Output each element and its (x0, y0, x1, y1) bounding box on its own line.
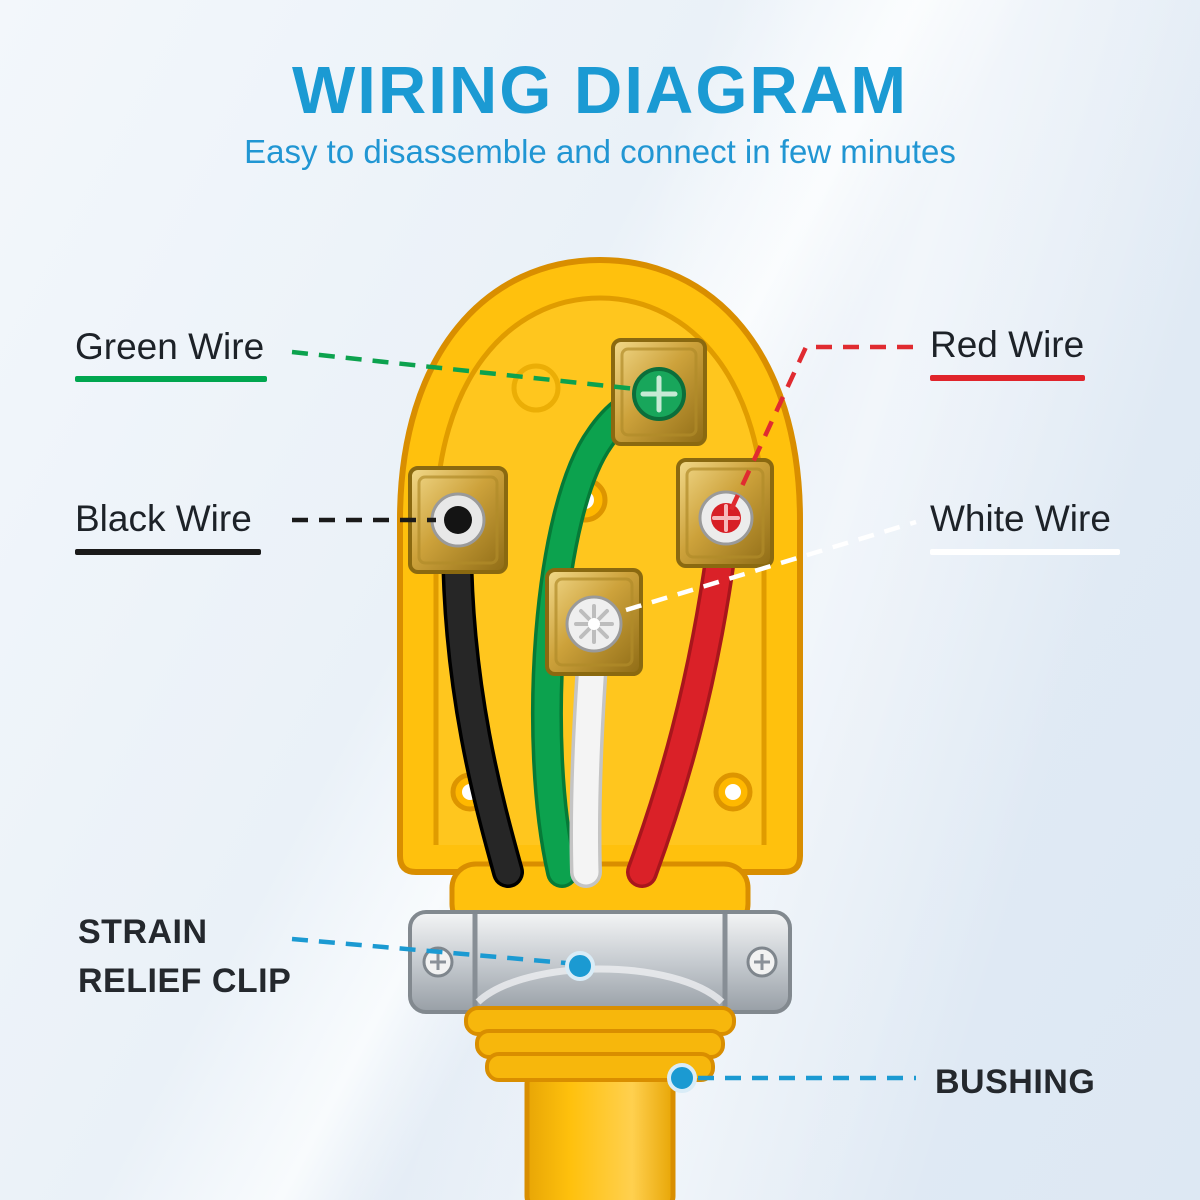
white-terminal (545, 568, 643, 676)
green-terminal (611, 338, 707, 446)
strain-relief-clip-label-line1: STRAIN (78, 913, 208, 951)
white-wire-underline (930, 549, 1120, 555)
green-wire-label: Green Wire (75, 326, 265, 367)
leader-lines (291, 344, 917, 1081)
black-wire-label: Black Wire (75, 498, 252, 539)
red-wire-underline (930, 375, 1085, 381)
strain-relief-clip-label: STRAIN RELIEF CLIP (78, 908, 291, 1007)
bushing-pointer-dot (667, 1063, 697, 1093)
white-wire-leader-line (625, 519, 917, 613)
red-terminal (676, 458, 774, 568)
page-title: WIRING DIAGRAM (291, 53, 909, 128)
black-terminal (408, 466, 508, 574)
white-wire-label: White Wire (930, 498, 1111, 539)
strain-relief-leader-line (291, 936, 567, 966)
bushing-label: BUSHING (935, 1063, 1096, 1101)
black-wire-underline (75, 549, 261, 555)
strain-relief-clip-label-line2: RELIEF CLIP (78, 962, 292, 1001)
strain-relief-clip (408, 910, 792, 1014)
strain-relief-pointer-dot (565, 951, 595, 981)
power-cable (524, 1067, 676, 1200)
page-subtitle: Easy to disassemble and connect in few m… (244, 133, 956, 170)
bushing-ribs (464, 1006, 736, 1082)
green-wire-underline (75, 376, 267, 382)
red-wire-label: Red Wire (930, 324, 1085, 365)
green-wire-leader-line (291, 349, 637, 392)
red-wire-leader-line (728, 344, 913, 511)
